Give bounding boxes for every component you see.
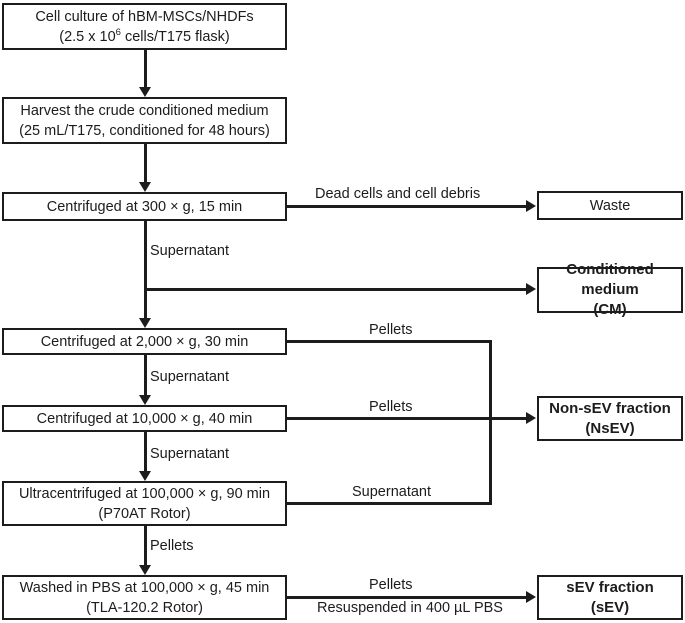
node-wash-line1: Washed in PBS at 100,000 × g, 45 min xyxy=(19,579,270,596)
node-conditioned-medium: Conditioned medium (CM) xyxy=(537,261,683,318)
arrow-line-ultracentrifuge-to-wash xyxy=(144,526,147,566)
node-conditioned-medium-line1: Conditioned medium xyxy=(566,261,654,298)
node-waste: Waste xyxy=(537,191,683,220)
node-centrifuge-10000: Centrifuged at 10,000 × g, 40 min xyxy=(2,405,287,432)
edge-label-supernatant-uc: Supernatant xyxy=(352,484,432,500)
node-cell-culture-line1: Cell culture of hBM-MSCs/NHDFs xyxy=(35,8,254,25)
arrow-line-supernatant-to-cm xyxy=(144,288,526,291)
node-non-sev-fraction-line2: (NsEV) xyxy=(585,419,635,437)
edge-label-pellets-2: Pellets xyxy=(369,399,413,415)
arrowhead-right-icon xyxy=(526,412,536,424)
line-supernatant-ultracentrifuge xyxy=(287,502,492,505)
node-sev-fraction-line2: (sEV) xyxy=(590,598,630,616)
arrow-line-pellets-to-sev xyxy=(287,596,526,599)
edge-label-supernatant-3: Supernatant xyxy=(150,446,230,462)
edge-label-dead-cells: Dead cells and cell debris xyxy=(315,186,481,202)
arrowhead-down-icon xyxy=(139,471,151,481)
arrowhead-down-icon xyxy=(139,182,151,192)
node-sev-fraction: sEV fraction (sEV) xyxy=(537,575,683,620)
edge-label-pellets-4: Pellets xyxy=(369,577,413,593)
edge-label-pellets-3: Pellets xyxy=(150,538,194,554)
edge-label-supernatant-2: Supernatant xyxy=(150,369,230,385)
node-cell-culture: Cell culture of hBM-MSCs/NHDFs (2.5 x 10… xyxy=(2,3,287,50)
arrow-line-cellculture-to-harvest xyxy=(144,50,147,88)
arrow-line-harvest-to-centrifuge300 xyxy=(144,144,147,183)
node-ultracentrifuge: Ultracentrifuged at 100,000 × g, 90 min … xyxy=(2,481,287,526)
node-centrifuge-300: Centrifuged at 300 × g, 15 min xyxy=(2,192,287,221)
arrowhead-down-icon xyxy=(139,565,151,575)
arrowhead-down-icon xyxy=(139,87,151,97)
node-centrifuge-10000-line1: Centrifuged at 10,000 × g, 40 min xyxy=(36,410,253,427)
node-centrifuge-2000-line1: Centrifuged at 2,000 × g, 30 min xyxy=(40,333,249,350)
arrowhead-right-icon xyxy=(526,200,536,212)
node-non-sev-fraction: Non-sEV fraction (NsEV) xyxy=(537,396,683,441)
node-ultracentrifuge-line1: Ultracentrifuged at 100,000 × g, 90 min xyxy=(18,485,271,502)
line-pellets-centrifuge2000 xyxy=(287,340,492,343)
arrow-line-centrifuge10000-to-ultracentrifuge xyxy=(144,432,147,472)
node-ultracentrifuge-line2: (P70AT Rotor) xyxy=(98,505,191,522)
line-nsev-collector xyxy=(489,340,492,505)
node-waste-line1: Waste xyxy=(589,197,631,214)
node-non-sev-fraction-line1: Non-sEV fraction xyxy=(549,399,671,417)
arrowhead-right-icon xyxy=(526,591,536,603)
arrow-line-centrifuge2000-to-centrifuge10000 xyxy=(144,355,147,396)
edge-label-supernatant-1: Supernatant xyxy=(150,243,230,259)
arrow-line-pellets-to-nsev xyxy=(287,417,526,420)
edge-label-resuspended: Resuspended in 400 µL PBS xyxy=(317,600,503,616)
superscript-exponent: 6 xyxy=(115,26,121,38)
node-wash-line2: (TLA-120.2 Rotor) xyxy=(86,599,203,616)
node-wash: Washed in PBS at 100,000 × g, 45 min (TL… xyxy=(2,575,287,620)
node-harvest-line2: (25 mL/T175, conditioned for 48 hours) xyxy=(19,122,270,139)
arrow-line-centrifuge300-to-centrifuge2000 xyxy=(144,221,147,319)
node-centrifuge-2000: Centrifuged at 2,000 × g, 30 min xyxy=(2,328,287,355)
node-sev-fraction-line1: sEV fraction xyxy=(566,578,654,596)
arrowhead-down-icon xyxy=(139,318,151,328)
node-cell-culture-line2: (2.5 x 106 cells/T175 flask) xyxy=(59,26,230,45)
node-centrifuge-300-line1: Centrifuged at 300 × g, 15 min xyxy=(46,198,243,215)
node-conditioned-medium-line2: (CM) xyxy=(593,301,627,318)
arrowhead-right-icon xyxy=(526,283,536,295)
arrowhead-down-icon xyxy=(139,395,151,405)
node-harvest-line1: Harvest the crude conditioned medium xyxy=(20,102,269,119)
arrow-line-centrifuge300-to-waste xyxy=(287,205,526,208)
edge-label-pellets-1: Pellets xyxy=(369,322,413,338)
node-harvest: Harvest the crude conditioned medium (25… xyxy=(2,97,287,144)
